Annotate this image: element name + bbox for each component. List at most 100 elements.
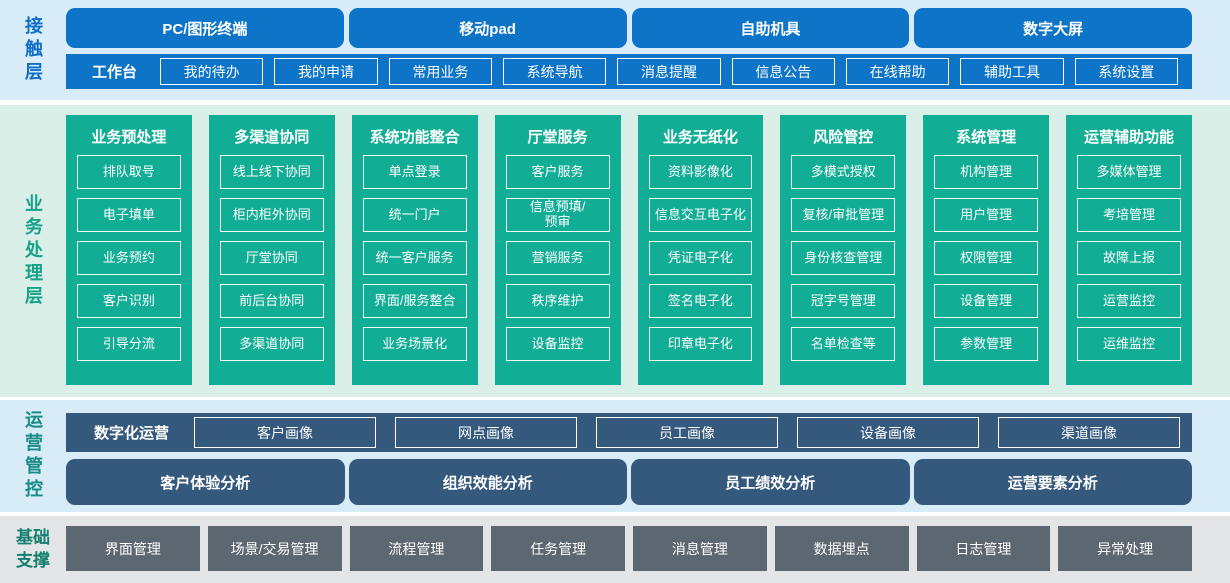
section-divider xyxy=(0,512,1230,516)
module-column-header: 多渠道协同 xyxy=(234,129,310,146)
module-column-paperless: 业务无纸化 资料影像化 信息交互电子化 凭证电子化 签名电子化 印章电子化 xyxy=(637,115,764,385)
module-item[interactable]: 客户识别 xyxy=(77,284,181,318)
module-item[interactable]: 签名电子化 xyxy=(648,284,753,318)
module-column-header: 业务无纸化 xyxy=(662,129,738,146)
module-item[interactable]: 界面/服务整合 xyxy=(362,284,467,318)
business-layer-label-col: 业务处理层 xyxy=(0,105,66,397)
module-item[interactable]: 资料影像化 xyxy=(648,155,753,189)
module-item[interactable]: 身份核查管理 xyxy=(791,241,896,275)
module-column-header: 系统管理 xyxy=(956,129,1017,146)
module-item[interactable]: 参数管理 xyxy=(934,327,1039,361)
operations-layer-label-col: 运营管控 xyxy=(0,400,66,512)
workbench-item-system-settings[interactable]: 系统设置 xyxy=(1074,58,1178,85)
workbench-item-aux-tools[interactable]: 辅助工具 xyxy=(960,58,1064,85)
workbench-item-info-bulletin[interactable]: 信息公告 xyxy=(731,58,835,85)
module-item[interactable]: 业务预约 xyxy=(77,241,181,275)
module-item[interactable]: 多媒体管理 xyxy=(1077,155,1181,189)
module-item[interactable]: 统一客户服务 xyxy=(362,241,467,275)
module-item[interactable]: 排队取号 xyxy=(77,155,181,189)
foundation-item-log[interactable]: 日志管理 xyxy=(916,526,1051,571)
module-column-multichannel: 多渠道协同 线上线下协同 柜内柜外协同 厅堂协同 前后台协同 多渠道协同 xyxy=(208,115,335,385)
workbench-item-my-todo[interactable]: 我的待办 xyxy=(160,58,264,85)
profile-item-employee[interactable]: 员工画像 xyxy=(596,417,779,448)
profile-item-branch[interactable]: 网点画像 xyxy=(395,417,578,448)
section-divider xyxy=(0,397,1230,400)
workbench-item-message-reminder[interactable]: 消息提醒 xyxy=(617,58,721,85)
module-column-header: 运营辅助功能 xyxy=(1084,129,1175,146)
workbench-item-system-nav[interactable]: 系统导航 xyxy=(503,58,607,85)
module-item[interactable]: 引导分流 xyxy=(77,327,181,361)
module-item[interactable]: 运维监控 xyxy=(1077,327,1181,361)
module-item[interactable]: 柜内柜外协同 xyxy=(219,198,324,232)
analysis-ops-elements-button[interactable]: 运营要素分析 xyxy=(913,459,1192,505)
contact-layer-label-col: 接触层 xyxy=(0,0,66,100)
section-divider xyxy=(0,100,1230,105)
workbench-label: 工作台 xyxy=(92,64,138,81)
module-column-header: 业务预处理 xyxy=(91,129,167,146)
profile-item-customer[interactable]: 客户画像 xyxy=(194,417,377,448)
analysis-employee-performance-button[interactable]: 员工绩效分析 xyxy=(631,459,910,505)
module-item[interactable]: 运营监控 xyxy=(1077,284,1181,318)
module-item[interactable]: 多渠道协同 xyxy=(219,327,324,361)
module-item[interactable]: 机构管理 xyxy=(934,155,1039,189)
module-item[interactable]: 冠字号管理 xyxy=(791,284,896,318)
module-item[interactable]: 电子填单 xyxy=(77,198,181,232)
workbench-item-common-business[interactable]: 常用业务 xyxy=(388,58,492,85)
module-item[interactable]: 线上线下协同 xyxy=(219,155,324,189)
module-column-preprocessing: 业务预处理 排队取号 电子填单 业务预约 客户识别 引导分流 xyxy=(66,115,192,385)
analysis-org-efficiency-button[interactable]: 组织效能分析 xyxy=(348,459,627,505)
operations-layer-section: 运营管控 数字化运营 客户画像 网点画像 员工画像 设备画像 渠道画像 客户体验… xyxy=(0,400,1230,512)
module-item[interactable]: 考培管理 xyxy=(1077,198,1181,232)
business-layer-section: 业务处理层 业务预处理 排队取号 电子填单 业务预约 客户识别 引导分流 多渠道… xyxy=(0,105,1230,397)
module-item[interactable]: 多模式授权 xyxy=(791,155,896,189)
foundation-layer-label: 基础支撑 xyxy=(16,527,50,570)
foundation-item-task[interactable]: 任务管理 xyxy=(491,526,625,571)
terminal-mobile-pad-button[interactable]: 移动pad xyxy=(348,8,627,48)
foundation-item-scene-transaction[interactable]: 场景/交易管理 xyxy=(207,526,342,571)
module-item[interactable]: 设备监控 xyxy=(505,327,610,361)
foundation-item-exception[interactable]: 异常处理 xyxy=(1058,526,1192,571)
module-item[interactable]: 印章电子化 xyxy=(648,327,753,361)
terminal-pc-button[interactable]: PC/图形终端 xyxy=(66,8,344,48)
module-column-header: 厅堂服务 xyxy=(527,129,588,146)
module-item[interactable]: 业务场景化 xyxy=(362,327,467,361)
module-column-integration: 系统功能整合 单点登录 统一门户 统一客户服务 界面/服务整合 业务场景化 xyxy=(351,115,478,385)
digital-operations-bar: 数字化运营 客户画像 网点画像 员工画像 设备画像 渠道画像 xyxy=(66,413,1192,452)
terminal-digital-screen-button[interactable]: 数字大屏 xyxy=(914,8,1192,48)
module-item[interactable]: 客户服务 xyxy=(505,155,610,189)
module-column-risk-control: 风险管控 多模式授权 复核/审批管理 身份核查管理 冠字号管理 名单检查等 xyxy=(780,115,907,385)
module-column-header: 风险管控 xyxy=(813,129,874,146)
module-item[interactable]: 凭证电子化 xyxy=(648,241,753,275)
module-item[interactable]: 复核/审批管理 xyxy=(791,198,896,232)
foundation-item-data-tracking[interactable]: 数据埋点 xyxy=(774,526,909,571)
foundation-item-ui-mgmt[interactable]: 界面管理 xyxy=(66,526,200,571)
module-item[interactable]: 秩序维护 xyxy=(505,284,610,318)
profile-item-device[interactable]: 设备画像 xyxy=(797,417,980,448)
module-item[interactable]: 厅堂协同 xyxy=(219,241,324,275)
module-item[interactable]: 前后台协同 xyxy=(219,284,324,318)
module-item[interactable]: 权限管理 xyxy=(934,241,1039,275)
module-item[interactable]: 设备管理 xyxy=(934,284,1039,318)
terminal-self-service-button[interactable]: 自助机具 xyxy=(631,8,910,48)
module-item[interactable]: 故障上报 xyxy=(1077,241,1181,275)
module-column-ops-aux: 运营辅助功能 多媒体管理 考培管理 故障上报 运营监控 运维监控 xyxy=(1066,115,1192,385)
foundation-item-process[interactable]: 流程管理 xyxy=(349,526,484,571)
workbench-item-online-help[interactable]: 在线帮助 xyxy=(845,58,950,85)
workbench-item-my-applications[interactable]: 我的申请 xyxy=(274,58,378,85)
module-item[interactable]: 名单检查等 xyxy=(791,327,896,361)
foundation-layer-label-col: 基础支撑 xyxy=(0,516,66,583)
module-item[interactable]: 单点登录 xyxy=(362,155,467,189)
module-column-header: 系统功能整合 xyxy=(369,129,460,146)
business-layer-label: 业务处理层 xyxy=(23,193,43,309)
module-item[interactable]: 信息预填/预审 xyxy=(505,198,610,232)
workbench-bar: 工作台 我的待办 我的申请 常用业务 系统导航 消息提醒 信息公告 在线帮助 辅… xyxy=(66,54,1192,89)
module-item[interactable]: 信息交互电子化 xyxy=(648,198,753,232)
module-item[interactable]: 用户管理 xyxy=(934,198,1039,232)
foundation-item-message[interactable]: 消息管理 xyxy=(633,526,767,571)
module-item[interactable]: 统一门户 xyxy=(362,198,467,232)
operations-layer-label: 运营管控 xyxy=(23,410,43,502)
analysis-row: 客户体验分析 组织效能分析 员工绩效分析 运营要素分析 xyxy=(66,459,1192,505)
profile-item-channel[interactable]: 渠道画像 xyxy=(998,417,1181,448)
analysis-customer-experience-button[interactable]: 客户体验分析 xyxy=(66,459,345,505)
module-item[interactable]: 营销服务 xyxy=(505,241,610,275)
